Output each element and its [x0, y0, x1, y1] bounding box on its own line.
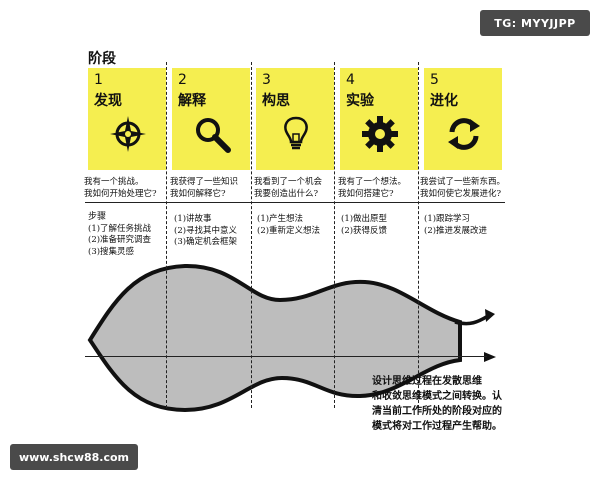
stage-name: 进化: [430, 93, 458, 109]
stage-question-5: 我尝试了一些新东西。 我如何使它发展进化?: [420, 177, 506, 199]
stage-number: 1: [94, 72, 103, 88]
output-arrow-upper: [454, 314, 489, 326]
stage-question-3: 我看到了一个机会 我要创造出什么?: [254, 177, 323, 199]
section-title: 阶段: [88, 51, 116, 67]
stage-card-evolution: 5 进化: [424, 68, 502, 170]
stage-steps-3: (1)产生想法 (2)重新定义想法: [257, 214, 321, 236]
magnifier-icon: [196, 118, 231, 153]
output-arrow-upper-head: [485, 309, 495, 322]
stage-card-ideation: 3 构思: [256, 68, 334, 170]
stage-number: 4: [346, 72, 355, 88]
stage-card-experimentation: 4 实验: [340, 68, 418, 170]
stage-name: 解释: [178, 93, 206, 109]
stage-name: 实验: [346, 93, 374, 109]
stage-name: 构思: [262, 93, 290, 109]
stage-divider-2: [251, 62, 252, 408]
process-axis: [85, 356, 487, 357]
steps-heading: 步骤: [88, 212, 107, 222]
flow-shape: [87, 263, 462, 413]
stage-divider-4: [418, 62, 419, 408]
watermark-bottom: www.shcw88.com: [10, 444, 138, 470]
stage-steps-2: (1)讲故事 (2)寻找其中意义 (3)确定机会框架: [174, 214, 238, 247]
stage-steps-4: (1)做出原型 (2)获得反馈: [341, 214, 388, 236]
stage-name: 发现: [94, 93, 122, 109]
caption: 设计思维过程在发散思维 和收敛思维模式之间转换。认 清当前工作所处的阶段对应的 …: [372, 376, 502, 432]
stage-divider-3: [334, 62, 335, 408]
stage-question-2: 我获得了一些知识 我如何解释它?: [170, 177, 239, 199]
stage-question-4: 我有了一个想法。 我如何搭建它?: [338, 177, 407, 199]
output-arrow-mid-head: [484, 352, 496, 362]
compass-icon: [110, 116, 146, 152]
questions-divider: [85, 202, 505, 203]
stage-steps-5: (1)跟踪学习 (2)推进发展改进: [424, 214, 488, 236]
watermark-top: TG: MYYJJPP: [480, 10, 590, 36]
stage-divider-1: [166, 62, 167, 408]
stage-card-interpretation: 2 解释: [172, 68, 250, 170]
cycle-arrows-icon: [448, 118, 480, 150]
stage-steps-1: 步骤 (1)了解任务挑战 (2)准备研究调查 (3)搜集灵感: [88, 212, 152, 257]
stage-number: 2: [178, 72, 187, 88]
stage-question-1: 我有一个挑战。 我如何开始处理它?: [84, 177, 157, 199]
gear-icon: [362, 116, 398, 152]
stage-card-discovery: 1 发现: [88, 68, 166, 170]
stage-number: 5: [430, 72, 439, 88]
lightbulb-icon: [284, 116, 308, 150]
stage-number: 3: [262, 72, 271, 88]
